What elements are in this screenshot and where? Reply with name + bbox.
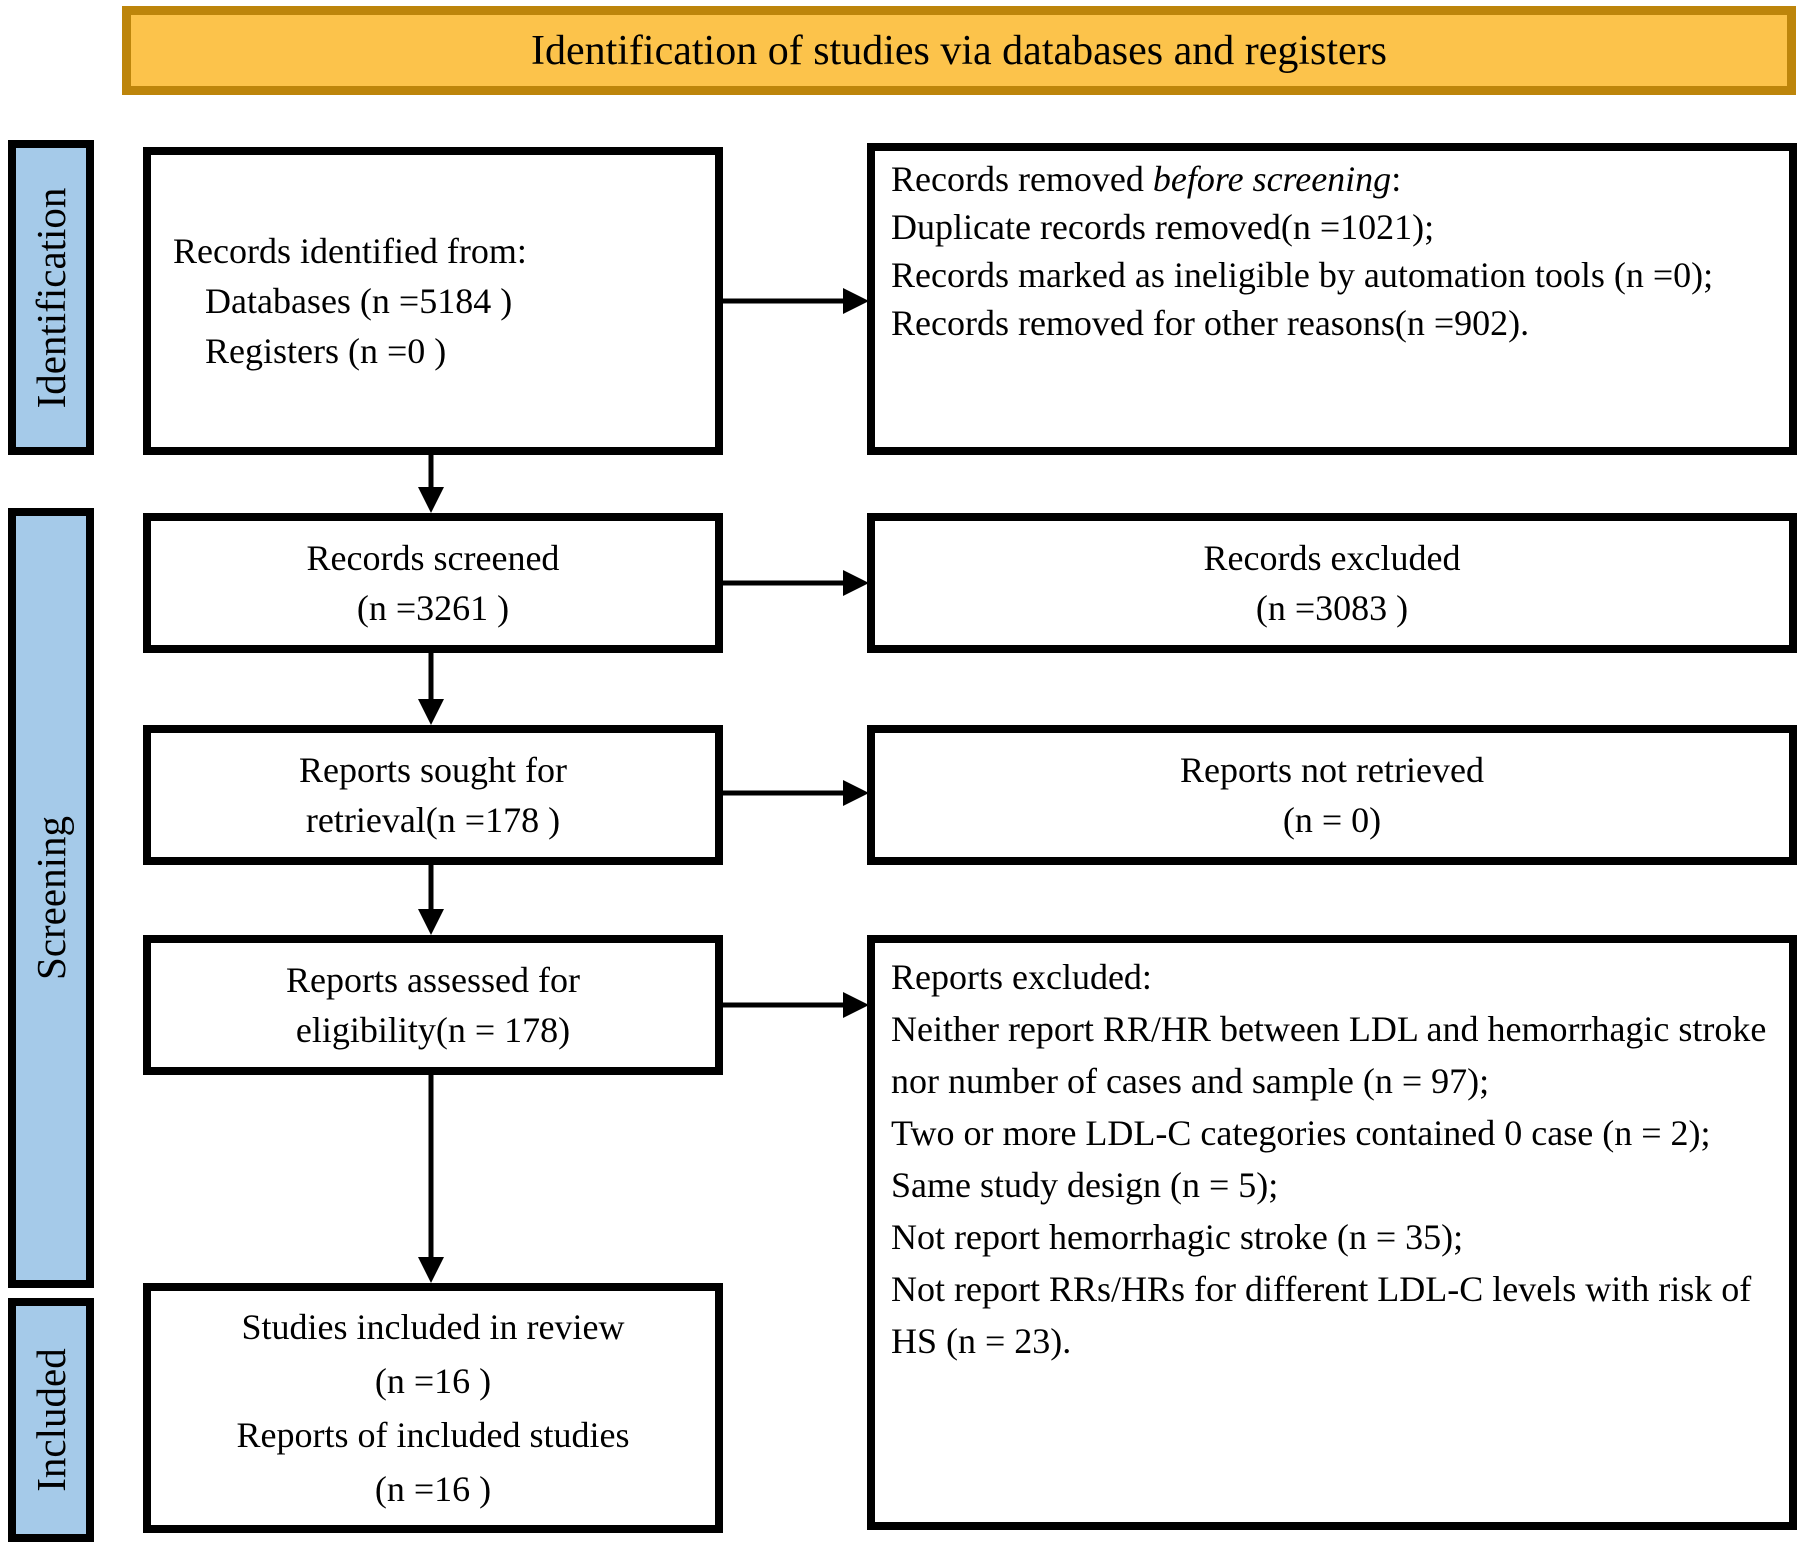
records-removed-line1-italic: before screening (1152, 159, 1392, 199)
arrow-line (723, 298, 857, 304)
arrowhead-down-icon (418, 909, 444, 935)
records-removed-line1-post: : (1391, 159, 1402, 199)
stage-label-screening: Screening (8, 508, 94, 1288)
reports-excluded-line5: Not report hemorrhagic stroke (n = 35); (891, 1217, 1464, 1257)
studies-included-line4: (n =16 ) (374, 1469, 492, 1509)
banner-title-text: Identification of studies via databases … (530, 27, 1388, 74)
reports-excluded-line2: Neither report RR/HR between LDL and hem… (891, 1009, 1767, 1101)
reports-not-retrieved-line2: (n = 0) (1282, 800, 1382, 840)
box-records-removed: Records removed before screening: Duplic… (867, 143, 1797, 455)
reports-assessed-line1: Reports assessed for (286, 960, 580, 1000)
reports-sought-line1: Reports sought for (299, 750, 567, 790)
records-identified-line2: Databases (n =5184 ) (205, 281, 513, 321)
records-screened-line2: (n =3261 ) (356, 588, 510, 628)
records-screened-line1: Records screened (306, 538, 560, 578)
reports-excluded-line6: Not report RRs/HRs for different LDL-C l… (891, 1269, 1752, 1361)
records-identified-line3: Registers (n =0 ) (205, 331, 447, 371)
arrow-line (723, 580, 857, 586)
records-removed-line2: Duplicate records removed(n =1021); (891, 207, 1435, 247)
arrow-identified-to-screened (418, 455, 444, 513)
arrow-line (428, 455, 434, 501)
arrowhead-down-icon (418, 1257, 444, 1283)
stage-label-screening-text: Screening (28, 816, 74, 980)
records-removed-line1-pre: Records removed (891, 159, 1153, 199)
arrow-line (428, 1075, 434, 1271)
arrow-screened-to-sought (418, 653, 444, 725)
reports-not-retrieved-line1: Reports not retrieved (1180, 750, 1484, 790)
arrowhead-right-icon (843, 780, 869, 806)
arrowhead-down-icon (418, 699, 444, 725)
studies-included-line2: (n =16 ) (374, 1361, 492, 1401)
reports-sought-line2: retrieval(n =178 ) (305, 800, 561, 840)
reports-excluded-line1: Reports excluded: (891, 957, 1152, 997)
records-identified-line1: Records identified from: (173, 231, 527, 271)
arrow-assessed-to-reports-excluded (723, 992, 869, 1018)
reports-assessed-line2: eligibility(n = 178) (295, 1010, 571, 1050)
arrowhead-right-icon (843, 570, 869, 596)
stage-label-identification: Identification (8, 140, 94, 455)
arrowhead-right-icon (843, 992, 869, 1018)
arrow-line (428, 865, 434, 923)
box-records-excluded: Records excluded (n =3083 ) (867, 513, 1797, 653)
box-reports-sought: Reports sought for retrieval(n =178 ) (143, 725, 723, 865)
reports-excluded-line3: Two or more LDL-C categories contained 0… (891, 1113, 1711, 1153)
records-removed-line1: Records removed before screening: (891, 155, 1779, 203)
box-reports-excluded: Reports excluded: Neither report RR/HR b… (867, 935, 1797, 1530)
arrow-sought-to-not-retrieved (723, 780, 869, 806)
banner-title: Identification of studies via databases … (122, 6, 1796, 95)
stage-label-included-text: Included (28, 1348, 74, 1492)
box-reports-not-retrieved: Reports not retrieved (n = 0) (867, 725, 1797, 865)
arrow-identified-to-removed (723, 288, 869, 314)
box-records-identified: Records identified from: Databases (n =5… (143, 147, 723, 455)
arrow-line (428, 653, 434, 713)
records-removed-line3: Records marked as ineligible by automati… (891, 255, 1714, 295)
stage-label-identification-text: Identification (28, 187, 74, 408)
box-studies-included: Studies included in review (n =16 ) Repo… (143, 1283, 723, 1533)
arrow-assessed-to-included (418, 1075, 444, 1283)
studies-included-line1: Studies included in review (241, 1307, 625, 1347)
records-excluded-line1: Records excluded (1203, 538, 1461, 578)
arrow-line (723, 790, 857, 796)
records-removed-line4: Records removed for other reasons(n =902… (891, 303, 1530, 343)
arrow-line (723, 1002, 857, 1008)
arrow-screened-to-excluded (723, 570, 869, 596)
arrowhead-down-icon (418, 487, 444, 513)
arrowhead-right-icon (843, 288, 869, 314)
box-records-screened: Records screened (n =3261 ) (143, 513, 723, 653)
reports-excluded-line4: Same study design (n = 5); (891, 1165, 1279, 1205)
studies-included-line3: Reports of included studies (236, 1415, 630, 1455)
box-reports-assessed: Reports assessed for eligibility(n = 178… (143, 935, 723, 1075)
records-excluded-line2: (n =3083 ) (1255, 588, 1409, 628)
stage-label-included: Included (8, 1298, 94, 1542)
arrow-sought-to-assessed (418, 865, 444, 935)
